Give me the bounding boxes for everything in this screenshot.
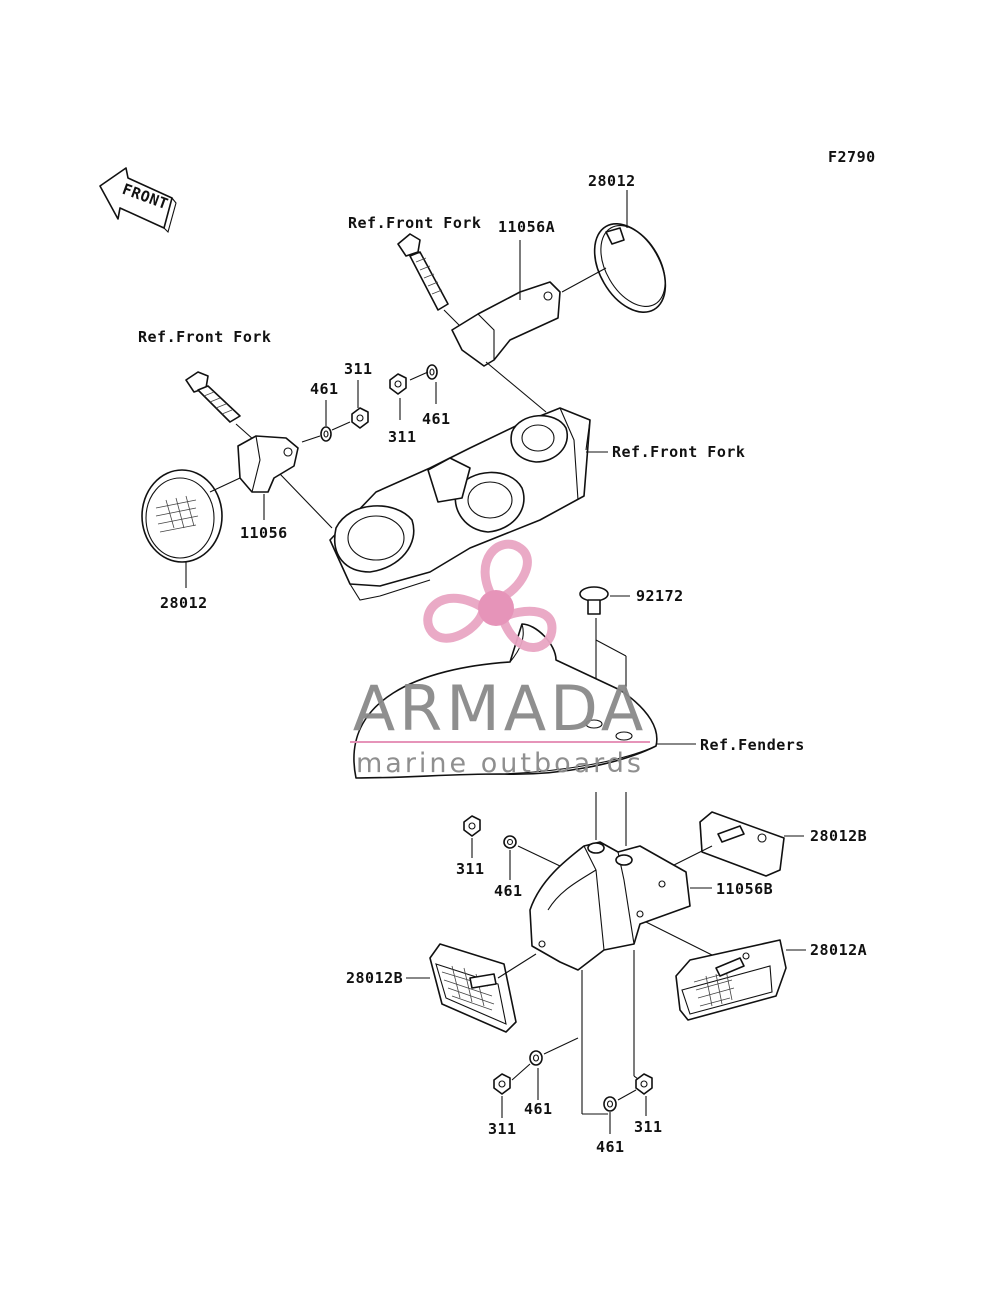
label-461-e: 461 bbox=[596, 1138, 625, 1156]
label-461-d: 461 bbox=[524, 1100, 553, 1118]
label-ref-front-fork-right: Ref.Front Fork bbox=[612, 443, 745, 461]
label-ref-front-fork-left: Ref.Front Fork bbox=[138, 328, 271, 346]
label-311-e: 311 bbox=[634, 1118, 663, 1136]
washer-461-lower-left bbox=[529, 1050, 543, 1066]
label-28012-top: 28012 bbox=[588, 172, 636, 190]
watermark-brand: ARMADA bbox=[353, 672, 647, 745]
label-28012-left: 28012 bbox=[160, 594, 208, 612]
label-461-a: 461 bbox=[310, 380, 339, 398]
washer-461-upper-mid bbox=[426, 364, 438, 380]
label-ref-front-fork-top: Ref.Front Fork bbox=[348, 214, 481, 232]
washer-461-middle bbox=[503, 835, 517, 849]
label-311-d: 311 bbox=[488, 1120, 517, 1138]
bolt-top bbox=[397, 233, 467, 333]
reflector-round-left bbox=[141, 469, 241, 588]
label-92172: 92172 bbox=[636, 587, 684, 605]
label-ref-fenders: Ref.Fenders bbox=[700, 736, 805, 754]
label-311-a: 311 bbox=[344, 360, 373, 378]
nut-311-middle bbox=[463, 815, 481, 837]
label-311-c: 311 bbox=[456, 860, 485, 878]
propeller-logo-icon bbox=[423, 539, 557, 652]
washer-461-left bbox=[320, 426, 332, 442]
reflector-rect-left bbox=[406, 943, 537, 1033]
bracket-11056A bbox=[451, 240, 561, 367]
steering-bracket bbox=[279, 361, 608, 601]
diagram-code: F2790 bbox=[828, 148, 876, 166]
nut-311-upper-mid bbox=[389, 373, 407, 395]
label-11056A: 11056A bbox=[498, 218, 555, 236]
nut-311-lower-left bbox=[493, 1073, 511, 1095]
watermark: ARMADA marine outboards bbox=[350, 539, 650, 779]
watermark-tagline: marine outboards bbox=[356, 748, 644, 779]
label-11056B: 11056B bbox=[716, 880, 773, 898]
front-arrow-icon: FRONT bbox=[99, 167, 177, 234]
label-461-b: 461 bbox=[422, 410, 451, 428]
front-fender bbox=[353, 623, 696, 846]
label-28012B-right: 28012B bbox=[810, 827, 867, 845]
nut-311-lower-right bbox=[635, 1073, 653, 1095]
nut-311-left bbox=[351, 407, 369, 429]
label-28012B-left: 28012B bbox=[346, 969, 403, 987]
label-11056: 11056 bbox=[240, 524, 288, 542]
bracket-11056 bbox=[237, 435, 299, 520]
reflector-rect-right-bottom bbox=[675, 939, 806, 1021]
label-311-b: 311 bbox=[388, 428, 417, 446]
washer-461-lower-right bbox=[603, 1096, 617, 1112]
bracket-11056B bbox=[529, 841, 723, 1115]
bolt-left bbox=[185, 371, 255, 441]
reflector-round-top bbox=[561, 190, 667, 313]
reflector-rect-right-top bbox=[671, 811, 804, 877]
label-461-c: 461 bbox=[494, 882, 523, 900]
label-28012A: 28012A bbox=[810, 941, 867, 959]
screw-92172 bbox=[579, 586, 630, 728]
